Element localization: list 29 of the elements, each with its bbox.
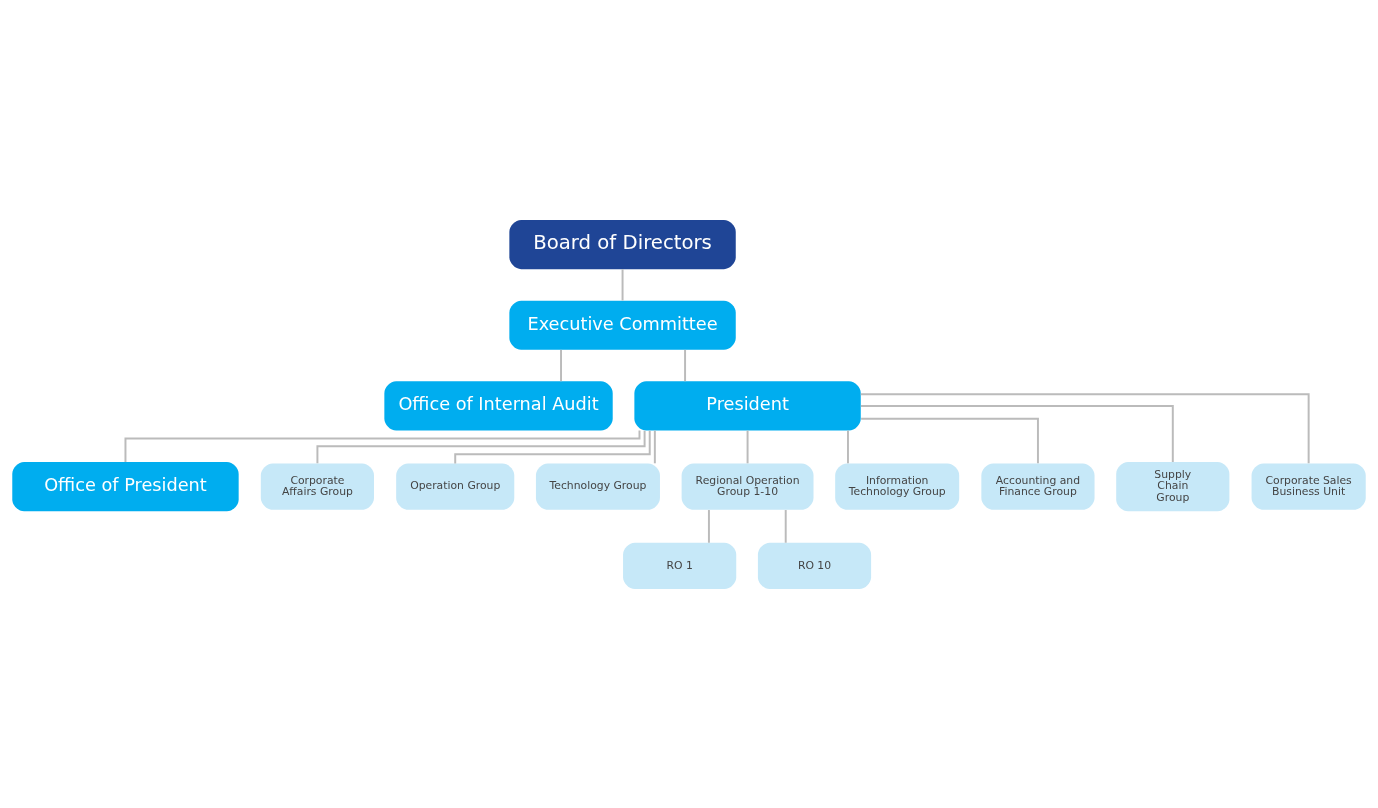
node-box: Corporate Sales Business Unit xyxy=(1251,463,1366,510)
connector xyxy=(621,267,624,301)
connector xyxy=(707,508,710,544)
connector xyxy=(316,429,646,464)
node-box: Information Technology Group xyxy=(835,463,960,510)
connector xyxy=(124,429,641,463)
connector xyxy=(784,508,787,544)
connector xyxy=(859,404,1174,463)
node-box: Technology Group xyxy=(535,463,660,510)
node-box: RO 1 xyxy=(623,542,737,589)
connector xyxy=(454,429,651,464)
node-box: Regional Operation Group 1-10 xyxy=(681,463,814,510)
connector xyxy=(847,429,849,464)
node-box: RO 10 xyxy=(757,542,872,589)
node-box: Corporate Affairs Group xyxy=(260,463,374,510)
node-box: Office of Internal Audit xyxy=(384,380,613,431)
node-box: Board of Directors xyxy=(509,219,736,269)
connector xyxy=(746,429,749,464)
node-box: Executive Committee xyxy=(509,300,736,350)
node-box: President xyxy=(634,380,861,431)
connector xyxy=(560,348,563,382)
connector xyxy=(653,429,656,464)
connector xyxy=(859,392,1310,464)
connector xyxy=(684,348,687,382)
node-box: Office of President xyxy=(12,461,239,511)
connector xyxy=(860,417,1039,464)
node-box: Operation Group xyxy=(396,463,515,510)
node-box: Supply Chain Group xyxy=(1116,461,1230,511)
node-box: Accounting and Finance Group xyxy=(981,463,1095,510)
